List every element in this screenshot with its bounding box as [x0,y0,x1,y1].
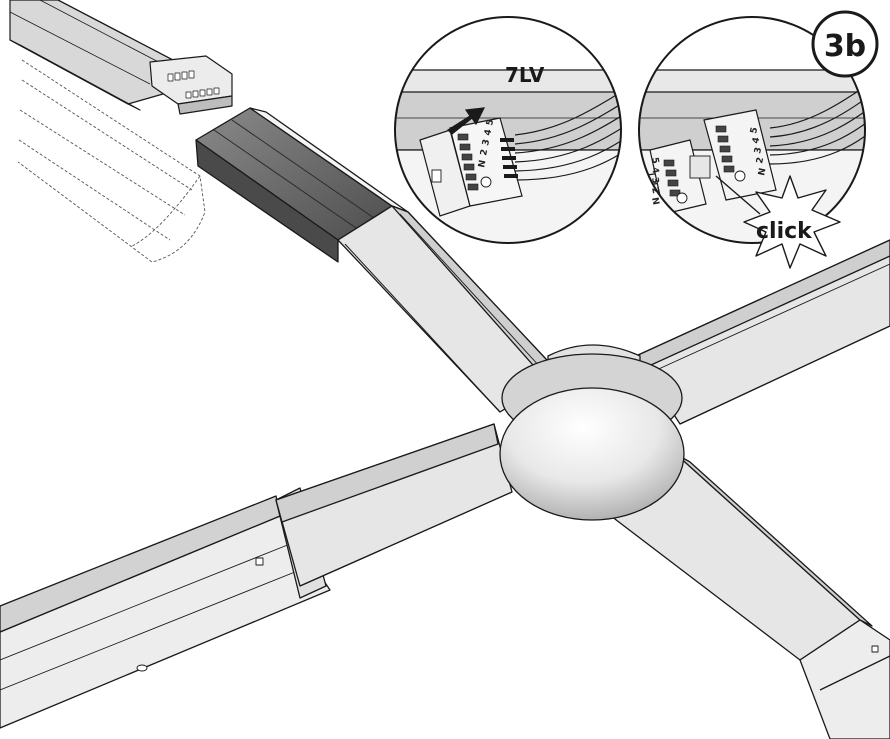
pin-label: 3 [649,177,660,185]
upper-right-arm [635,239,890,425]
pin-label: 5 [749,126,760,134]
pin-label: 5 [649,157,660,165]
hub-cover [499,387,685,521]
pin-label: 2 [479,148,490,156]
pin-label: 2 [755,156,766,164]
wires-left [514,79,621,181]
pin-label: N [477,159,488,168]
step-badge: 3b [811,10,879,78]
top-rail-face [9,39,141,111]
pin-label: N [649,197,660,206]
dashed-diffuser [17,59,206,263]
pin-label: 4 [751,136,762,144]
detail-circle-left: N 2 3 4 5 7LV [394,16,622,244]
pin-label: 2 [649,187,660,195]
upper-left-arm [195,107,561,413]
push-arrow-icon [447,107,486,135]
pin-label: 3 [753,146,764,154]
lower-right-arm [589,453,890,739]
top-left-profile-group [9,0,233,263]
step-badge-label: 3b [824,29,866,64]
starburst-icon [743,175,841,269]
pin-labels-right: N 2 3 4 5 5 4 3 2 N [649,126,768,206]
center-hub [499,344,685,521]
pin-label: 4 [649,167,660,175]
click-starburst: click [743,175,841,269]
connector-type-label: 7LV [505,63,545,87]
connector-right-b [703,109,777,201]
pin-label: 4 [483,128,494,136]
pin-label: 5 [485,118,496,126]
lower-left-arm [0,423,513,729]
detail-circle-right: N 2 3 4 5 5 4 3 2 N click [638,16,866,269]
pin-label: N [757,167,768,176]
click-label: click [756,219,813,244]
pin-label: 3 [481,138,492,146]
pin-labels-left: N 2 3 4 5 [477,118,496,168]
